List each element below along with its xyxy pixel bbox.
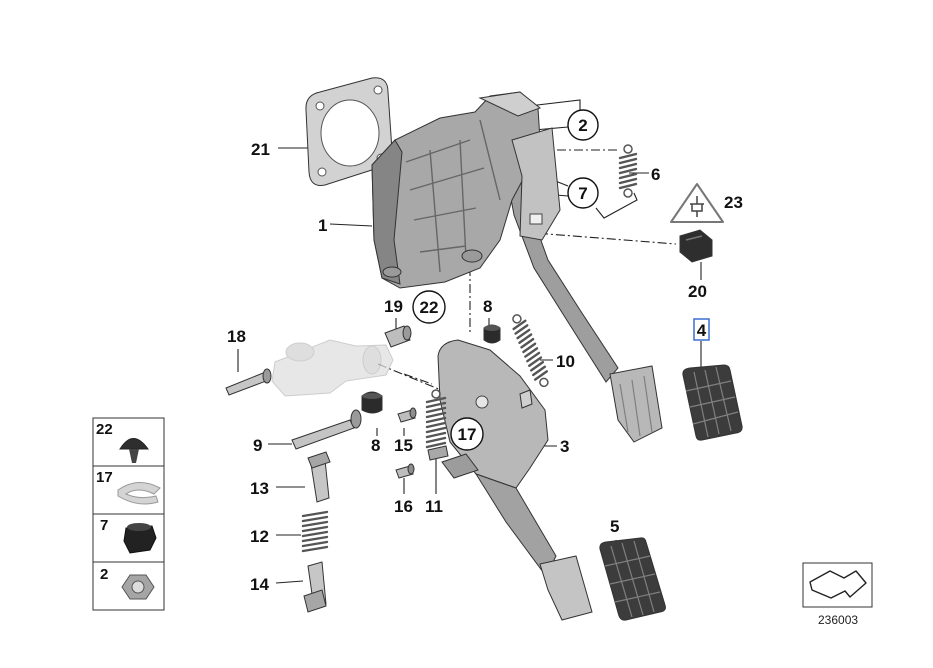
callout-13: 13 bbox=[250, 479, 269, 498]
assist-spring-11-part bbox=[425, 389, 449, 461]
screw-15-part bbox=[397, 407, 417, 423]
callout-22-circled: 22 bbox=[412, 290, 446, 324]
brake-pedal-pad-part bbox=[682, 364, 743, 441]
callout-4: 4 bbox=[697, 321, 707, 340]
callout-2-circled: 2 bbox=[567, 109, 599, 141]
bushing-8-upper-part bbox=[483, 324, 501, 344]
c-clip-icon bbox=[117, 482, 161, 505]
callout-11: 11 bbox=[425, 497, 443, 516]
pin-18-part bbox=[225, 368, 272, 396]
orientation-arrow-icon bbox=[809, 570, 867, 599]
legend-label-17: 17 bbox=[96, 469, 113, 486]
return-spring-6-part bbox=[618, 144, 638, 198]
callout-7-circled: 7 bbox=[567, 177, 599, 209]
legend-label-22: 22 bbox=[96, 421, 113, 438]
callout-2: 2 bbox=[578, 116, 587, 135]
callout-23: 23 bbox=[724, 193, 743, 212]
callout-19: 19 bbox=[384, 297, 403, 316]
callout-8-upper: 8 bbox=[483, 297, 492, 316]
callout-3: 3 bbox=[560, 437, 569, 456]
legend-label-2: 2 bbox=[100, 566, 108, 583]
pin-13-part bbox=[307, 451, 331, 503]
pedal-switch-part bbox=[679, 229, 713, 263]
hex-nut-icon bbox=[121, 574, 155, 600]
callout-1: 1 bbox=[318, 216, 327, 235]
callout-4-highlighted: 4 bbox=[693, 318, 710, 341]
clutch-pedal-part bbox=[437, 339, 593, 621]
master-cylinder-part bbox=[271, 339, 394, 397]
bolt-9-part bbox=[291, 409, 362, 450]
callout-16: 16 bbox=[394, 497, 413, 516]
callout-8-lower: 8 bbox=[371, 436, 380, 455]
bolt-19-part bbox=[384, 325, 412, 348]
callout-20: 20 bbox=[688, 282, 707, 301]
reference-number: 236003 bbox=[818, 613, 858, 627]
callout-6: 6 bbox=[651, 165, 660, 184]
small-parts-legend: 22 17 7 2 bbox=[92, 417, 165, 611]
callout-12: 12 bbox=[250, 527, 269, 546]
gasket-part bbox=[305, 77, 393, 186]
warning-triangle-icon bbox=[670, 183, 724, 223]
return-spring-10-part bbox=[512, 314, 549, 388]
callout-17: 17 bbox=[458, 425, 477, 444]
callout-22: 22 bbox=[420, 298, 439, 317]
callout-21: 21 bbox=[251, 140, 270, 159]
callout-15: 15 bbox=[394, 436, 413, 455]
push-clip-icon bbox=[119, 438, 149, 463]
callout-7: 7 bbox=[578, 184, 587, 203]
leader-lines bbox=[237, 99, 702, 584]
reference-box: 236003 bbox=[802, 562, 873, 627]
legend-label-7: 7 bbox=[100, 517, 108, 534]
callout-10: 10 bbox=[556, 352, 575, 371]
screw-16-part bbox=[395, 463, 415, 479]
rubber-bushing-icon bbox=[123, 523, 157, 554]
bushing-8-lower-part bbox=[361, 391, 383, 414]
spring-12-part bbox=[301, 510, 329, 553]
callout-14: 14 bbox=[250, 575, 269, 594]
callout-5: 5 bbox=[610, 517, 619, 536]
assembly-axis-lines bbox=[377, 149, 677, 403]
callout-9: 9 bbox=[253, 436, 262, 455]
pedal-box-part bbox=[371, 91, 561, 289]
callout-18: 18 bbox=[227, 327, 246, 346]
pin-14-part bbox=[303, 561, 327, 613]
clutch-pedal-pad-part bbox=[599, 537, 666, 621]
callout-17-circled: 17 bbox=[450, 417, 484, 451]
